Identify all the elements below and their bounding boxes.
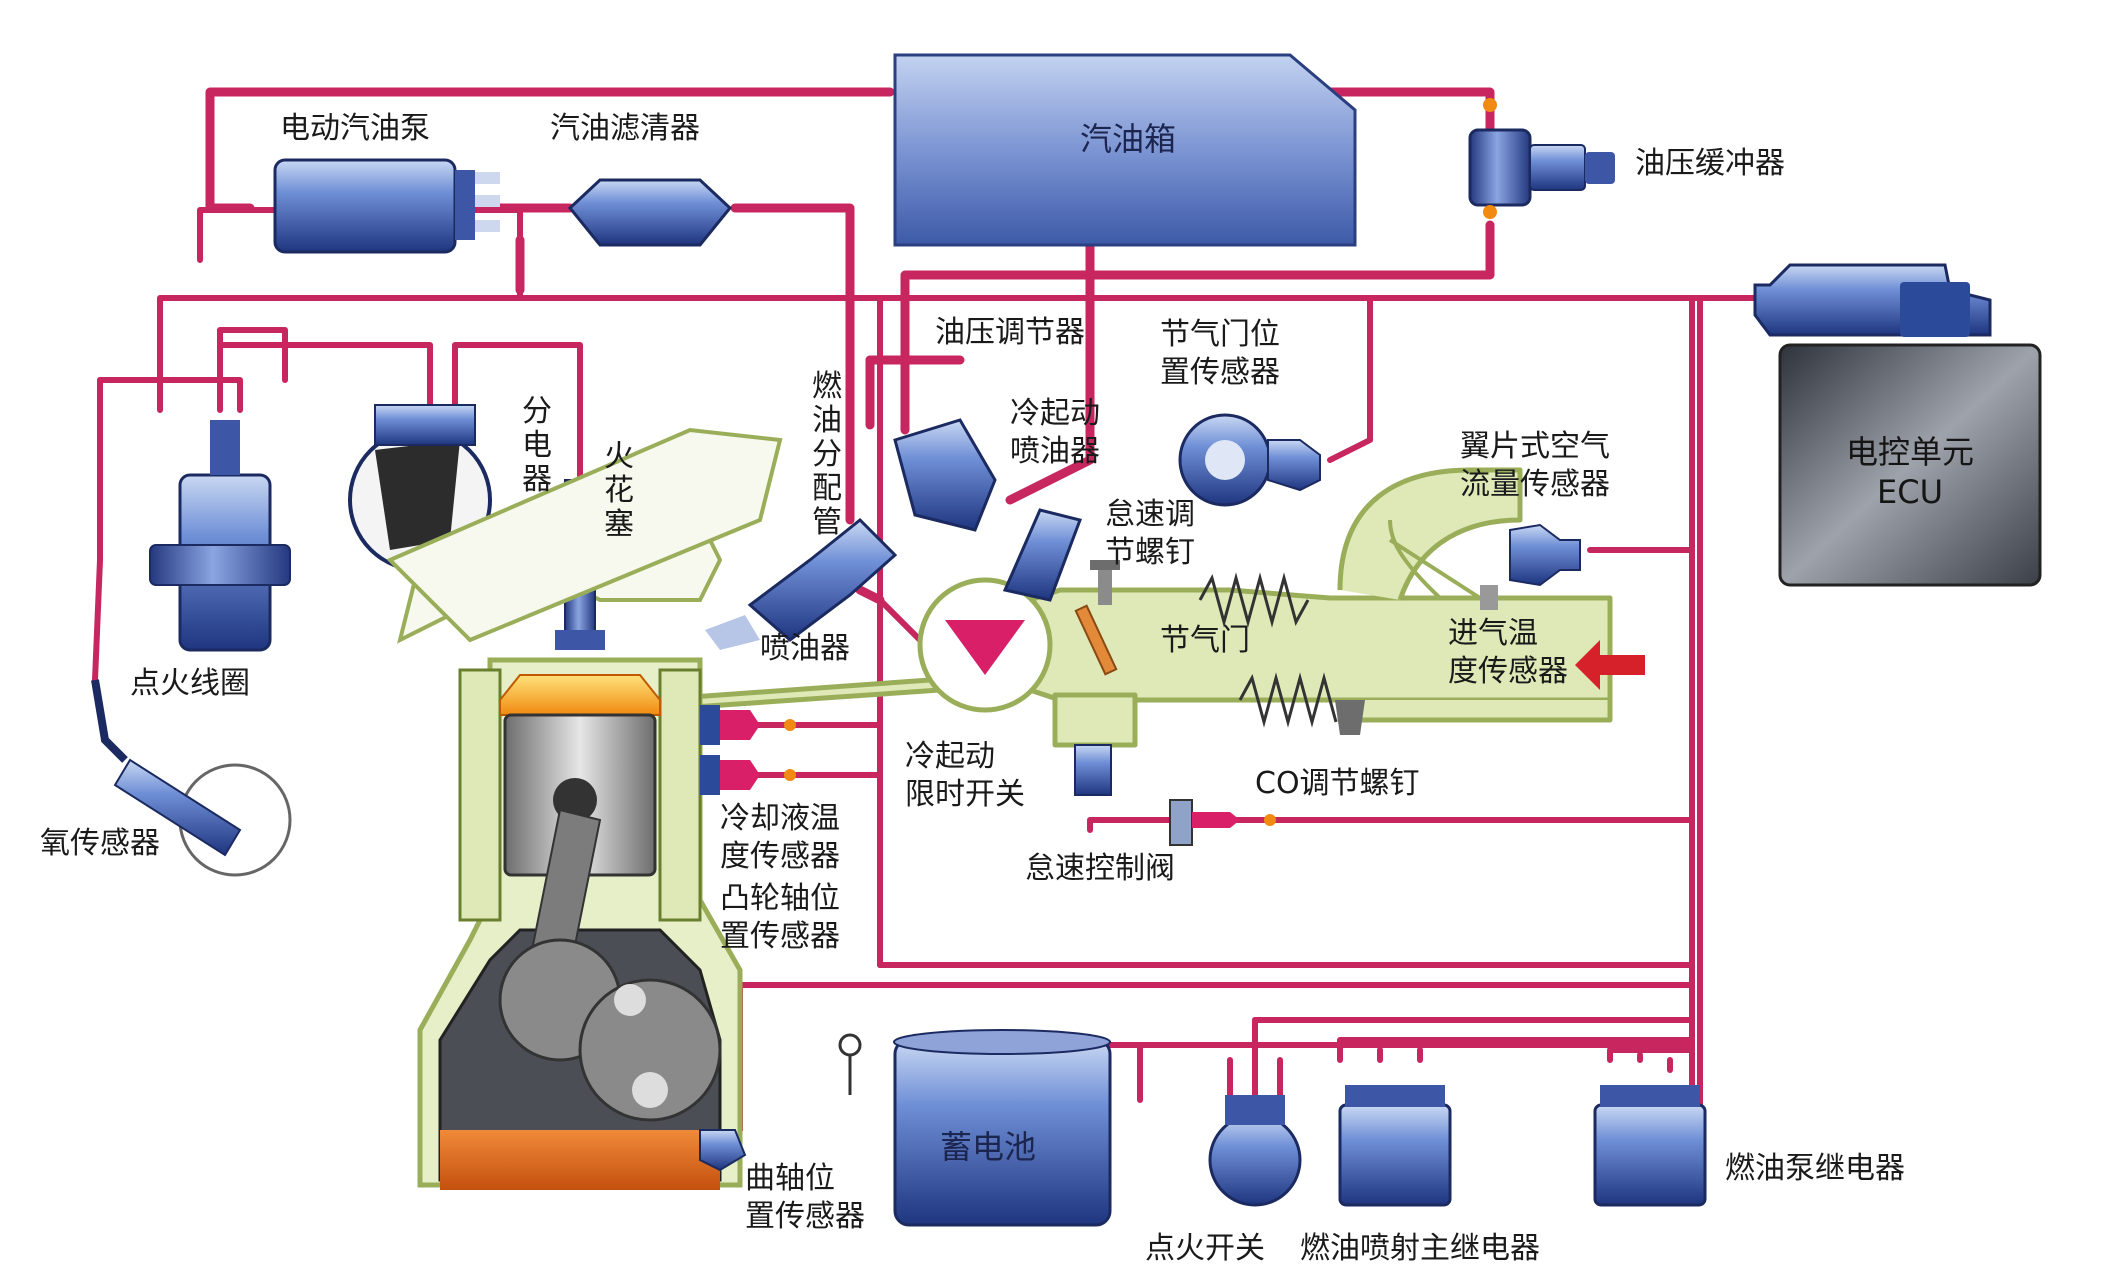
label-cold-start-injector: 冷起动 喷油器 (1010, 395, 1100, 471)
label-intake-temp: 进气温 度传感器 (1448, 615, 1568, 691)
pressure-damper-icon (1468, 98, 1615, 219)
label-ignition-switch: 点火开关 (1145, 1231, 1265, 1266)
pressure-regulator-icon (893, 418, 997, 532)
battery-icon (838, 1029, 1112, 1227)
label-fuel-tank: 汽油箱 (1080, 120, 1177, 158)
label-cam-sensor-line1: 凸轮轴位 (720, 881, 840, 916)
throttle-plate (1074, 604, 1118, 676)
label-ecu: 电控单元 ECU (1810, 432, 2010, 512)
label-vane-afm: 翼片式空气 流量传感器 (1460, 428, 1610, 504)
coolant-temp-sensor-icon (700, 705, 760, 745)
label-ecu-line2: ECU (1877, 473, 1943, 511)
label-coolant-temp: 冷却液温 度传感器 (720, 800, 840, 876)
label-battery: 蓄电池 (940, 1128, 1037, 1166)
air-flow-sensor-icon (1509, 523, 1581, 587)
label-idle-screw: 怠速调 节螺钉 (1105, 496, 1195, 572)
label-crank-sensor-line1: 曲轴位 (745, 1161, 835, 1196)
label-coolant-temp-line1: 冷却液温 (720, 801, 840, 836)
label-idle-screw-line2: 节螺钉 (1105, 535, 1195, 570)
label-cold-start-switch-line1: 冷起动 (905, 739, 995, 774)
crank-position-sensor-icon (699, 1129, 747, 1172)
label-coolant-temp-line2: 度传感器 (720, 839, 840, 874)
cold-start-injector-icon (1002, 508, 1082, 602)
ignition-coil-icon (149, 420, 291, 652)
cam-position-sensor-icon (700, 755, 760, 795)
label-idle-screw-line1: 怠速调 (1105, 497, 1195, 532)
label-crank-sensor-line2: 置传感器 (745, 1199, 865, 1234)
label-fuel-pump-relay: 燃油泵继电器 (1725, 1151, 1905, 1186)
engine-block (417, 657, 743, 1190)
label-ecu-line1: 电控单元 (1845, 433, 1974, 471)
label-tps-line1: 节气门位 (1160, 317, 1280, 352)
air-flow-meter-flap (1388, 519, 1482, 600)
label-idle-valve: 怠速控制阀 (1025, 851, 1175, 886)
label-vane-afm-line1: 翼片式空气 (1460, 429, 1610, 464)
intake-temp-sensor-icon (1480, 585, 1498, 610)
label-cold-start-switch-line2: 限时开关 (905, 777, 1025, 812)
fuel-pump-icon (273, 158, 500, 254)
oxygen-sensor-icon (91, 679, 292, 877)
label-co-screw: CO调节螺钉 (1255, 766, 1420, 801)
label-intake-temp-line2: 度传感器 (1448, 654, 1568, 689)
label-efi-main-relay: 燃油喷射主继电器 (1300, 1231, 1540, 1266)
label-cold-start-switch: 冷起动 限时开关 (905, 738, 1025, 814)
label-vane-afm-line2: 流量传感器 (1460, 467, 1610, 502)
label-crank-sensor: 曲轴位 置传感器 (745, 1160, 865, 1236)
label-pulsation-damper: 油压缓冲器 (1635, 146, 1785, 181)
label-spark-plug: 火花塞 (604, 439, 634, 542)
label-intake-temp-line1: 进气温 (1448, 616, 1538, 651)
relay-icon (1338, 1085, 1452, 1207)
label-tps-line2: 置传感器 (1160, 355, 1280, 390)
label-oxygen-sensor: 氧传感器 (40, 826, 160, 861)
label-cold-start-injector-line2: 喷油器 (1010, 434, 1100, 469)
fuel-pump-relay-icon (1593, 1085, 1707, 1207)
junction-dots (784, 719, 1276, 826)
idle-control-valve (1074, 744, 1240, 846)
label-tps: 节气门位 置传感器 (1160, 316, 1280, 392)
label-fuel-pump: 电动汽油泵 (280, 111, 430, 146)
injector-icon (705, 517, 898, 650)
fuel-tank (893, 53, 1357, 247)
throttle-position-sensor-icon (1178, 413, 1321, 507)
label-pressure-regulator: 油压调节器 (935, 315, 1085, 350)
label-cam-sensor: 凸轮轴位 置传感器 (720, 880, 840, 956)
label-cold-start-injector-line1: 冷起动 (1010, 396, 1100, 431)
label-ignition-coil: 点火线圈 (130, 666, 250, 701)
label-cam-sensor-line2: 置传感器 (720, 919, 840, 954)
label-distributor: 分电器 (522, 394, 552, 497)
ignition-switch-icon (1208, 1095, 1302, 1207)
label-throttle: 节气门 (1160, 623, 1250, 658)
label-fuel-rail: 燃油分配管 (812, 369, 842, 540)
label-injector: 喷油器 (760, 631, 850, 666)
exhaust-manifold (386, 427, 783, 643)
label-fuel-filter: 汽油滤清器 (550, 111, 700, 146)
springs (1198, 572, 1338, 728)
idle-screw (1090, 560, 1120, 605)
intake-air-arrow-icon (1575, 640, 1645, 690)
co-screw (1335, 700, 1365, 735)
fuel-filter-icon (567, 178, 733, 247)
ecu-icon (1753, 263, 2042, 587)
cold-start-spray-icon (945, 620, 1025, 675)
